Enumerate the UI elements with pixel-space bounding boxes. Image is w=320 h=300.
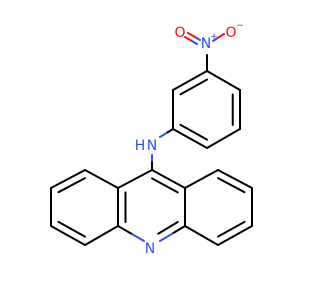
nitro-oxygen-left-label: O — [174, 25, 185, 41]
acridine-right-ring-bond — [217, 225, 253, 246]
n-o-double-bond — [184, 36, 192, 42]
nitrophenyl-ring-double-bond — [179, 123, 208, 141]
nitrophenyl-ring-bond — [172, 70, 208, 91]
amine-hydrogen-label: H — [135, 138, 146, 154]
acridine-left-ring-double-bond — [57, 220, 86, 238]
nitrophenyl-ring-bond — [172, 128, 208, 149]
n-o-double-bond — [190, 39, 198, 45]
acridine-central-bond — [151, 169, 186, 189]
acridine-cn-bond — [117, 225, 132, 235]
n-o-single-bond — [217, 33, 225, 39]
n-o-double-bond — [193, 35, 201, 41]
nitro-oxygen-charge: − — [236, 21, 244, 31]
aryl-amine-bond — [165, 128, 174, 134]
acridine-left-ring-bond — [50, 225, 86, 246]
acridine-right-ring-double-bond — [217, 177, 246, 194]
acridine-left-ring-bond — [50, 169, 86, 189]
nitrophenyl-ring-bond — [206, 128, 241, 149]
acridine-central-double-bond — [151, 177, 179, 194]
acridine-right-ring-double-bond — [217, 220, 246, 238]
acridine-cn-bond — [171, 225, 186, 235]
acridine-right-ring-bond — [184, 169, 219, 189]
nitrophenyl-ring-double-bond — [179, 78, 208, 96]
acridine-nitrogen-label: N — [145, 241, 155, 257]
bond-lines — [50, 32, 253, 246]
nitro-nitrogen-charge: + — [210, 32, 218, 42]
atom-labels: N + O O − N H N — [135, 21, 244, 257]
acridine-right-ring-bond — [184, 225, 219, 246]
acridine-central-double-bond — [157, 221, 179, 235]
nitro-nitrogen-label: N — [201, 36, 211, 52]
aryl-amine-bond — [159, 132, 168, 138]
acridine-left-ring-bond — [84, 225, 119, 246]
acridine-left-ring-bond — [84, 169, 119, 189]
amine-nitrogen-label: N — [147, 138, 157, 154]
acridine-central-bond — [117, 169, 153, 189]
n-o-single-bond — [212, 36, 220, 42]
nitrophenyl-ring-bond — [206, 70, 241, 91]
n-o-double-bond — [187, 32, 195, 38]
nitro-oxygen-right-label: O — [225, 25, 236, 41]
acridine-nitroanilino-structure: N + O O − N H N — [50, 21, 253, 257]
acridine-cn-bond — [159, 232, 174, 242]
acridine-right-ring-bond — [217, 169, 253, 189]
acridine-left-ring-double-bond — [57, 177, 86, 194]
acridine-cn-bond — [130, 232, 145, 242]
